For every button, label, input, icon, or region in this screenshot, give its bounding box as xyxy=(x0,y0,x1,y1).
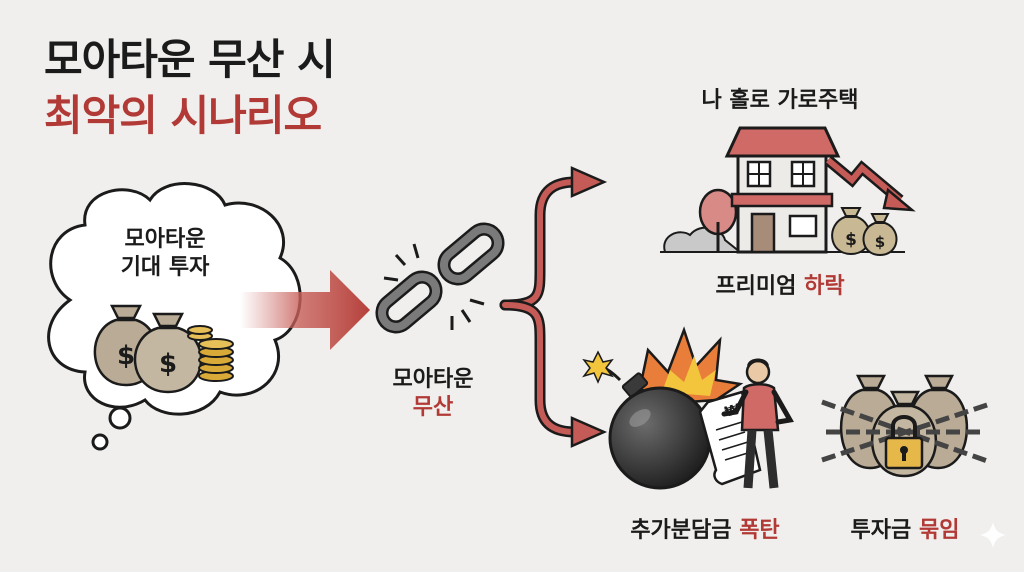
svg-text:$: $ xyxy=(875,233,885,251)
flow-arrow xyxy=(240,270,370,350)
arrow-head-down xyxy=(570,416,608,448)
thought-bubble-dot-large xyxy=(108,406,132,430)
center-label: 모아타운 무산 xyxy=(378,366,488,422)
svg-text:$: $ xyxy=(845,230,857,250)
coin-stack-icon xyxy=(187,325,234,382)
svg-text:$: $ xyxy=(159,349,177,379)
money-bag-icon: $ xyxy=(133,312,203,394)
cloud-label: 모아타운 기대 투자 xyxy=(100,226,230,282)
arrow-head-up xyxy=(570,166,608,198)
center-label-line-1: 모아타운 xyxy=(392,367,474,392)
title-line-2: 최악의 시나리오 xyxy=(44,91,322,140)
bomb-icon xyxy=(582,350,712,490)
down-trend-arrow-icon xyxy=(824,155,916,212)
house-icon xyxy=(660,126,905,254)
bags-caption-red: 묶임 xyxy=(918,518,960,543)
bags-caption: 투자금 묶임 xyxy=(820,512,990,544)
person-icon xyxy=(721,358,794,489)
money-bag-icon: $ xyxy=(862,213,898,257)
explosion-icon xyxy=(638,326,744,406)
cloud-label-line-1: 모아타운 xyxy=(124,227,206,252)
title-line-1: 모아타운 무산 시 xyxy=(44,35,336,84)
bags-caption-plain: 투자금 xyxy=(850,518,912,543)
sparkle-icon xyxy=(980,522,1006,548)
branch-brace xyxy=(499,166,608,448)
bomb-caption-plain: 추가분담금 xyxy=(630,518,732,543)
house-caption: 프리미엄 하락 xyxy=(660,268,900,300)
chain-icon xyxy=(821,399,991,465)
cloud-label-line-2: 기대 투자 xyxy=(120,255,210,280)
house-title: 나 홀로 가로주택 xyxy=(701,88,859,113)
bomb-caption: 추가분담금 폭탄 xyxy=(600,512,810,544)
money-bag-icon: $ xyxy=(831,207,871,256)
center-label-line-2: 무산 xyxy=(412,395,454,420)
broken-chain-icon xyxy=(375,222,505,334)
house-caption-plain: 프리미엄 xyxy=(715,274,797,299)
svg-text:$: $ xyxy=(117,341,135,371)
house-caption-red: 하락 xyxy=(804,274,845,299)
padlock-icon xyxy=(884,415,924,470)
bomb-caption-red: 폭탄 xyxy=(739,518,780,543)
thought-bubble-dot-small xyxy=(91,433,109,451)
